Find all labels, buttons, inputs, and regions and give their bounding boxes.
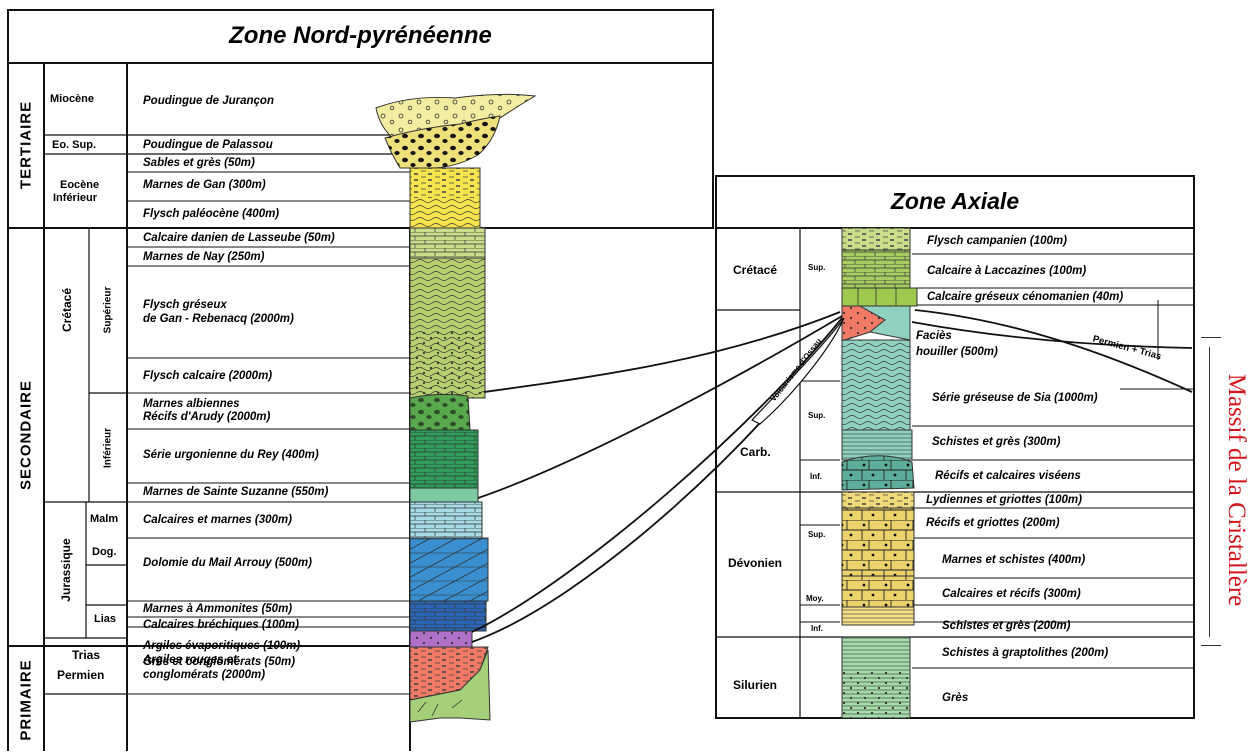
formation-label: Schistes et grès (200m) <box>942 620 1070 632</box>
formation-label: Marnes albiennes <box>143 398 240 410</box>
formation-label: Schistes et grès (300m) <box>932 436 1060 448</box>
era-secondaire: SECONDAIRE <box>18 380 35 490</box>
period-jurassique: Jurassique <box>59 538 73 601</box>
formation-label: Marnes de Sainte Suzanne (550m) <box>143 486 328 498</box>
formation-label: conglomérats (2000m) <box>143 669 265 681</box>
formation-label: de Gan - Rebenacq (2000m) <box>143 313 294 325</box>
formation-label: Dolomie du Mail Arrouy (500m) <box>143 557 312 569</box>
r-period-devonien: Dévonien <box>728 556 782 570</box>
period-permien: Permien <box>57 668 104 682</box>
r-sub: Sup. <box>808 411 825 420</box>
formation-label: Marnes de Gan (300m) <box>143 179 266 191</box>
r-sub: Inf. <box>810 472 822 481</box>
correlation-lines <box>472 310 1192 642</box>
formation-label: Série gréseuse de Sia (1000m) <box>932 392 1098 404</box>
r-period-carb: Carb. <box>740 445 771 459</box>
sub-lias: Lias <box>94 613 116 625</box>
formation-label: Calcaire danien de Lasseube (50m) <box>143 232 335 244</box>
formation-label: Flysch gréseux <box>143 299 227 311</box>
left-rock-column <box>376 94 535 722</box>
formation-label: Grès <box>942 692 968 704</box>
left-title: Zone Nord-pyrénéenne <box>8 22 713 50</box>
formation-label: Lydiennes et griottes (100m) <box>926 494 1082 506</box>
formation-label: Sables et grès (50m) <box>143 157 255 169</box>
formation-label: Poudingue de Jurançon <box>143 95 274 107</box>
period-eo-sup: Eo. Sup. <box>52 139 96 151</box>
massif-label: Massif de la Cristallère <box>1222 374 1250 607</box>
period-trias: Trias <box>72 648 100 662</box>
right-title: Zone Axiale <box>716 188 1194 215</box>
r-period-cretace: Crétacé <box>733 263 777 277</box>
r-period-silurien: Silurien <box>733 678 777 692</box>
formation-label: Calcaire gréseux cénomanien (40m) <box>927 291 1123 303</box>
sub-malm: Malm <box>90 513 118 525</box>
formation-label: Calcaire à Laccazines (100m) <box>927 265 1086 277</box>
formation-label: Récifs et calcaires viséens <box>935 470 1081 482</box>
formation-label: Flysch calcaire (2000m) <box>143 370 272 382</box>
formation-label: Récifs d'Arudy (2000m) <box>143 411 270 423</box>
formation-label: Flysch campanien (100m) <box>927 235 1067 247</box>
formation-label: Faciès <box>916 330 952 342</box>
formation-label: Récifs et griottes (200m) <box>926 517 1060 529</box>
formation-label: Calcaires bréchiques (100m) <box>143 619 299 631</box>
formation-label: Argiles évaporitiques (100m) <box>143 640 300 652</box>
formation-label: Argiles rouges et <box>143 654 237 666</box>
formation-label: Marnes à Ammonites (50m) <box>143 603 292 615</box>
right-rock-column <box>842 228 917 718</box>
formation-label: Poudingue de Palassou <box>143 139 273 151</box>
formation-label: Schistes à graptolithes (200m) <box>942 647 1108 659</box>
sub-inferieur: Inférieur <box>103 428 114 468</box>
period-cretace: Crétacé <box>60 288 74 332</box>
sub-superieur: Supérieur <box>103 287 114 334</box>
period-miocene: Miocène <box>50 93 94 105</box>
formation-label: Calcaires et récifs (300m) <box>942 588 1081 600</box>
r-sub: Sup. <box>808 530 825 539</box>
formation-label: Flysch paléocène (400m) <box>143 208 279 220</box>
formation-label: Calcaires et marnes (300m) <box>143 514 292 526</box>
left-table <box>8 10 713 751</box>
era-tertiaire: TERTIAIRE <box>18 101 35 189</box>
formation-label: Marnes et schistes (400m) <box>942 554 1085 566</box>
sub-dog: Dog. <box>92 546 116 558</box>
r-sub: Moy. <box>806 594 824 603</box>
formation-label: houiller (500m) <box>916 346 998 358</box>
side-bracket <box>1201 337 1221 646</box>
formation-label: Série urgonienne du Rey (400m) <box>143 449 319 461</box>
period-eocene: Eocène <box>60 179 99 191</box>
r-sub: Sup. <box>808 263 825 272</box>
period-inferieur: Inférieur <box>53 192 97 204</box>
era-primaire: PRIMAIRE <box>18 659 35 740</box>
formation-label: Marnes de Nay (250m) <box>143 251 264 263</box>
r-sub: Inf. <box>811 624 823 633</box>
